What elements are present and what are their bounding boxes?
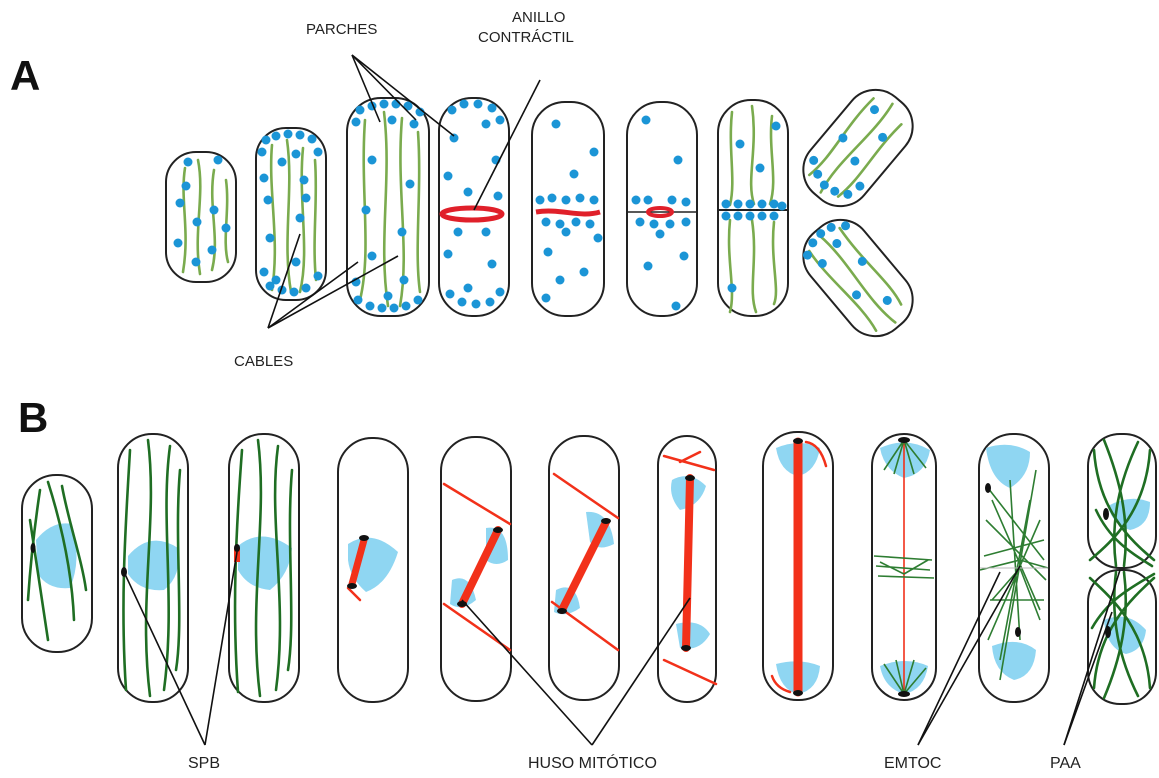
panel-b-cell-7: [658, 436, 716, 702]
panel-b-cell-4: [338, 438, 408, 702]
panel-b-cell-9: [872, 434, 936, 700]
label-parches: PARCHES: [306, 21, 377, 38]
panel-b-letter: B: [18, 394, 48, 441]
panel-a-letter: A: [10, 52, 40, 99]
contractile-ring: [536, 211, 600, 214]
daughter-cell-bottom: [791, 207, 926, 349]
panel-b: B: [18, 394, 1156, 772]
mitotic-spindle: [686, 478, 690, 648]
panel-b-cell-1: [22, 475, 92, 652]
label-emtoc: EMTOC: [884, 755, 941, 772]
panel-a-cell-6: [627, 102, 697, 316]
panel-b-cell-10: [979, 434, 1049, 702]
panel-b-cell-6: [549, 436, 619, 700]
panel-a-cell-2: [256, 128, 326, 300]
label-spb: SPB: [188, 755, 220, 772]
label-cables: CABLES: [234, 353, 293, 370]
panel-a-cell-4: [439, 98, 509, 316]
label-anillo-line2: CONTRÁCTIL: [478, 29, 574, 46]
panel-a-cell-8: [791, 77, 926, 349]
panel-a-cell-1: [166, 152, 236, 282]
panel-a: A: [10, 9, 925, 370]
panel-b-cell-8: [763, 432, 833, 700]
panel-b-cell-3: [229, 434, 299, 702]
panel-a-cell-5: [532, 102, 604, 316]
panel-b-cell-5: [441, 437, 511, 701]
panel-b-cell-2: [118, 434, 188, 702]
label-paa: PAA: [1050, 755, 1081, 772]
panel-b-cell-11: [1088, 434, 1156, 704]
label-huso-mitotico: HUSO MITÓTICO: [528, 753, 657, 772]
panel-a-cell-3: [347, 98, 429, 316]
panel-a-cell-7: [718, 100, 788, 316]
label-anillo-line1: ANILLO: [512, 9, 565, 26]
daughter-cell-top: [791, 77, 926, 219]
